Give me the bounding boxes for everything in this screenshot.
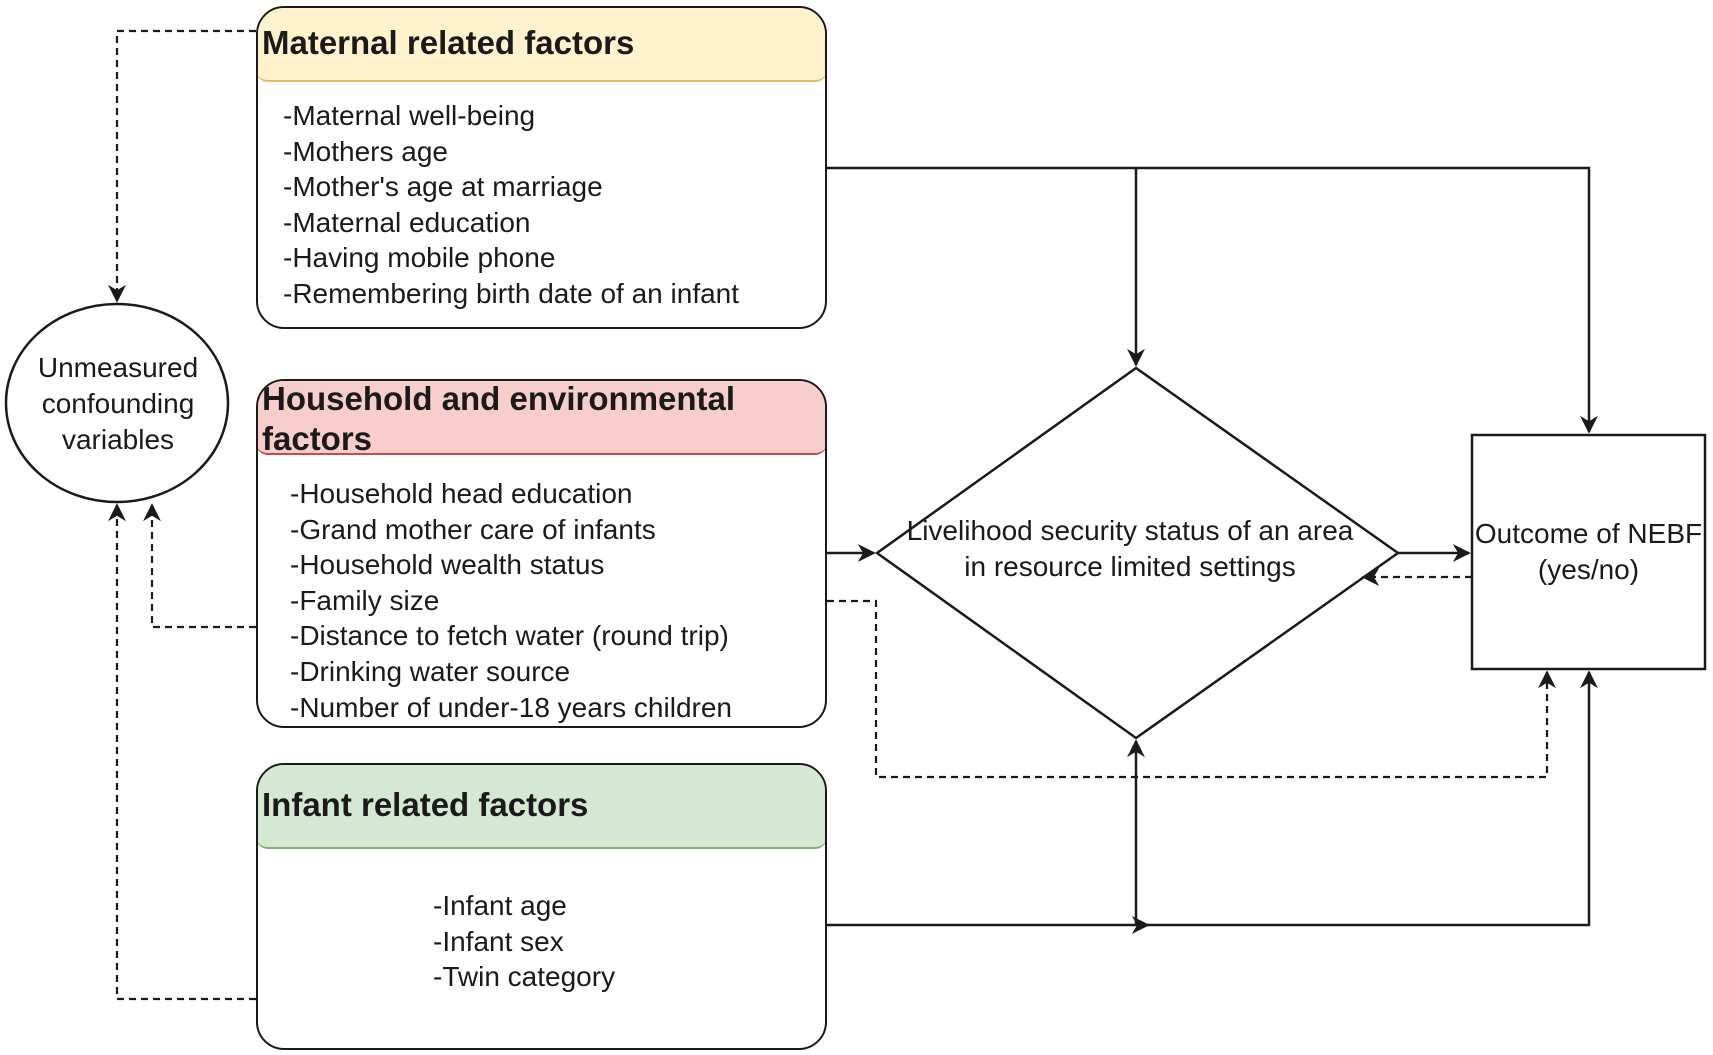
list-item: -Family size	[290, 584, 440, 616]
list-item: -Drinking water source	[290, 655, 571, 687]
list-item: -Infant sex	[433, 925, 564, 957]
list-item: -Having mobile phone	[283, 242, 556, 274]
arrow-maternal-to-outcome	[827, 166, 1598, 434]
dashed-household-to-outcome	[827, 599, 1556, 779]
infant-factors-title: Infant related factors	[258, 765, 825, 849]
outcome-box	[1470, 433, 1707, 671]
list-item: -Grand mother care of infants	[290, 513, 656, 545]
confounders-label: Unmeasured confounding variables	[37, 352, 199, 455]
livelihood-label: Livelihood security status of an area in…	[906, 515, 1354, 582]
outcome-label: Outcome of NEBF (yes/no)	[1474, 518, 1703, 585]
list-item: -Mother's age at marriage	[283, 171, 603, 203]
list-item: -Number of under-18 years children	[290, 691, 732, 723]
dashed-household-to-confounders	[143, 503, 256, 629]
maternal-factors-title: Maternal related factors	[258, 8, 825, 82]
list-item: -Twin category	[433, 961, 616, 993]
list-item: -Mothers age	[283, 135, 448, 167]
dashed-maternal-to-confounders	[108, 29, 256, 303]
list-item: -Household wealth status	[290, 549, 605, 581]
list-item: -Maternal education	[283, 206, 531, 238]
dashed-infant-to-confounders	[108, 503, 256, 1001]
livelihood-diamond	[874, 366, 1401, 740]
list-item: -Remembering birth date of an infant	[283, 277, 740, 309]
maternal-factors-box: Maternal related factors -Maternal well-…	[256, 6, 827, 329]
maternal-factors-list: -Maternal well-being -Mothers age -Mothe…	[258, 82, 825, 312]
list-item: -Infant age	[433, 890, 567, 921]
list-item: -Maternal well-being	[283, 100, 536, 131]
household-factors-box: Household and environmental factors -Hou…	[256, 379, 827, 728]
arrow-infant-to-outcome	[1136, 670, 1598, 927]
household-factors-list: -Household head education -Grand mother …	[258, 455, 825, 725]
household-factors-title: Household and environmental factors	[258, 381, 825, 457]
list-item: -Distance to fetch water (round trip)	[290, 620, 729, 652]
infant-factors-list: -Infant age -Infant sex -Twin category	[258, 849, 825, 995]
list-item: -Household head education	[290, 478, 633, 509]
confounders-circle	[4, 302, 230, 504]
infant-factors-box: Infant related factors -Infant age -Infa…	[256, 763, 827, 1050]
